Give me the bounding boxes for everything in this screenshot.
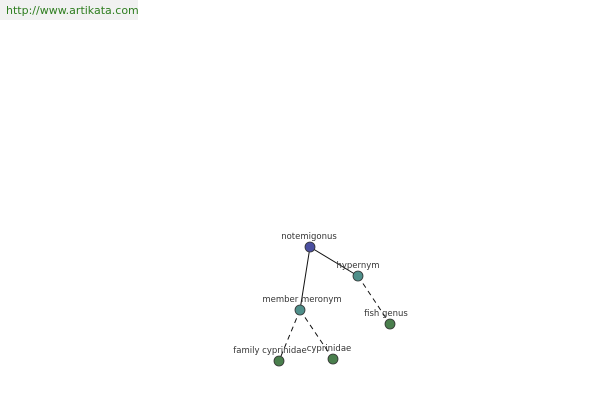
label-family-cyprinidae: family cyprinidae [233,346,306,356]
node-meronym[interactable] [294,304,306,316]
label-meronym: member meronym [262,295,341,305]
label-fish-genus: fish genus [364,309,408,319]
node-family-cyprinidae[interactable] [273,355,285,367]
site-url-link[interactable]: http://www.artikata.com [6,4,139,17]
edge-hypernym-fish-genus [357,275,391,325]
url-header: http://www.artikata.com [0,0,139,20]
node-cyprinidae[interactable] [327,353,339,365]
node-hypernym[interactable] [352,270,364,282]
label-cyprinidae: cyprinidae [307,344,352,354]
edge-root-hypernym [309,246,359,277]
edge-root-meronym [299,246,311,311]
label-hypernym: hypernym [336,261,379,271]
node-root[interactable] [304,241,316,253]
node-fish-genus[interactable] [384,318,396,330]
label-root: notemigonus [281,232,337,242]
edge-meronym-cyprinidae [299,309,334,360]
edge-meronym-family [278,309,301,362]
